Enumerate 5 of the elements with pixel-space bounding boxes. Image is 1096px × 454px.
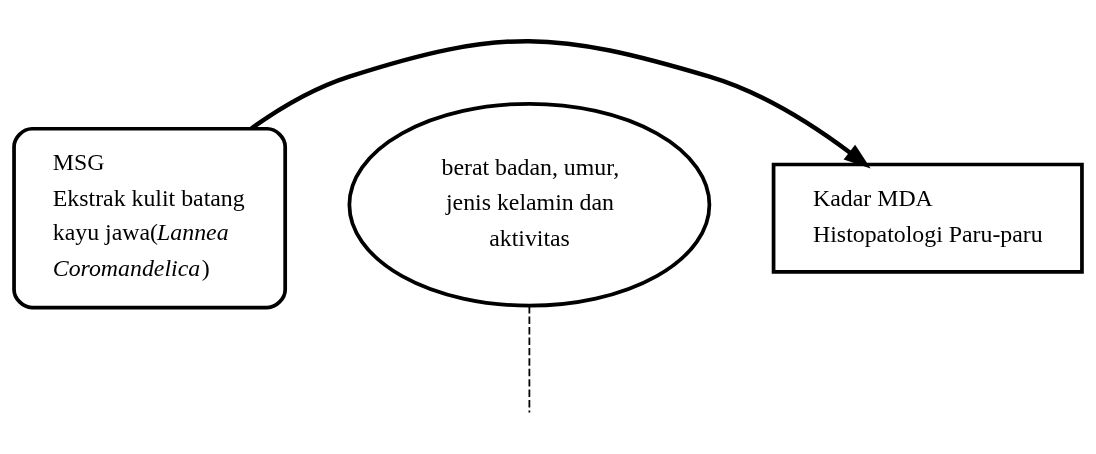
node-box: MSG Ekstrak kulit batang kayu jawa(Lannea Coromandelica) — [12, 126, 288, 309]
connector — [528, 304, 531, 413]
node-box: Kadar MDA Histopatologi Paru-paru — [771, 162, 1084, 274]
arrow — [250, 38, 871, 169]
node-ellipse: berat badan, umur, jenis kelamin dan aktivitas — [347, 101, 712, 308]
